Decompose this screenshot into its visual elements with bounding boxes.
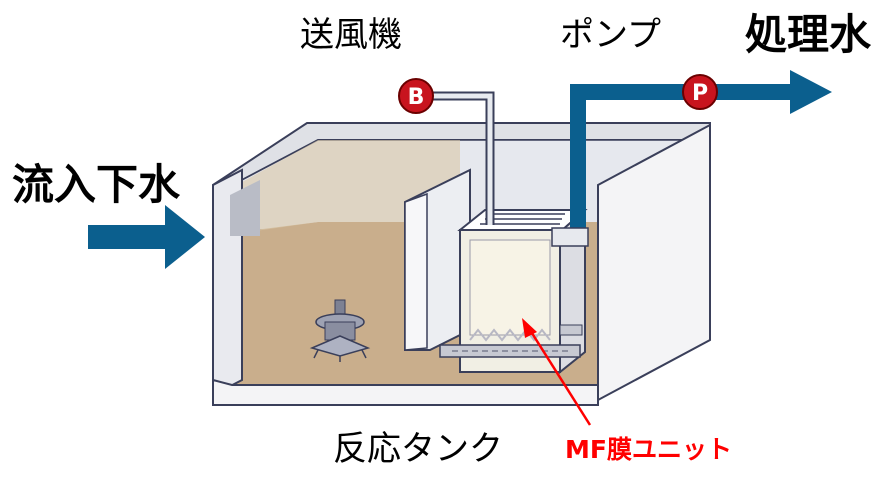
inflow-arrowhead [165, 205, 205, 269]
pump-outlet [551, 227, 589, 247]
pump-badge-letter: P [692, 81, 708, 106]
pump-badge [682, 74, 718, 110]
treated-water-pipe [570, 84, 790, 235]
tank-left-inner [230, 180, 260, 236]
mf-unit-pointer-head [522, 318, 537, 338]
baffle-wall-face [404, 192, 428, 351]
treated-water-arrowhead [790, 70, 832, 114]
pump-label: ポンプ [560, 15, 661, 55]
inflow-sewage-label: 流入下水 [12, 160, 181, 209]
reaction-tank-label: 反応タンク [333, 429, 503, 469]
air-pipe-inner [420, 93, 493, 225]
treated-water-label: 処理水 [745, 10, 872, 59]
mf-membrane-unit-label: MF膜ユニット [565, 435, 732, 464]
inflow-arrow-shaft [88, 225, 170, 249]
tank-front-wall [212, 378, 599, 406]
blower-badge-letter: B [408, 85, 425, 110]
mf-unit-pointer [528, 329, 592, 426]
tank-right-wall [597, 123, 711, 402]
blower-badge [398, 78, 434, 114]
blower-label: 送風機 [300, 15, 402, 55]
mixer [309, 299, 371, 362]
